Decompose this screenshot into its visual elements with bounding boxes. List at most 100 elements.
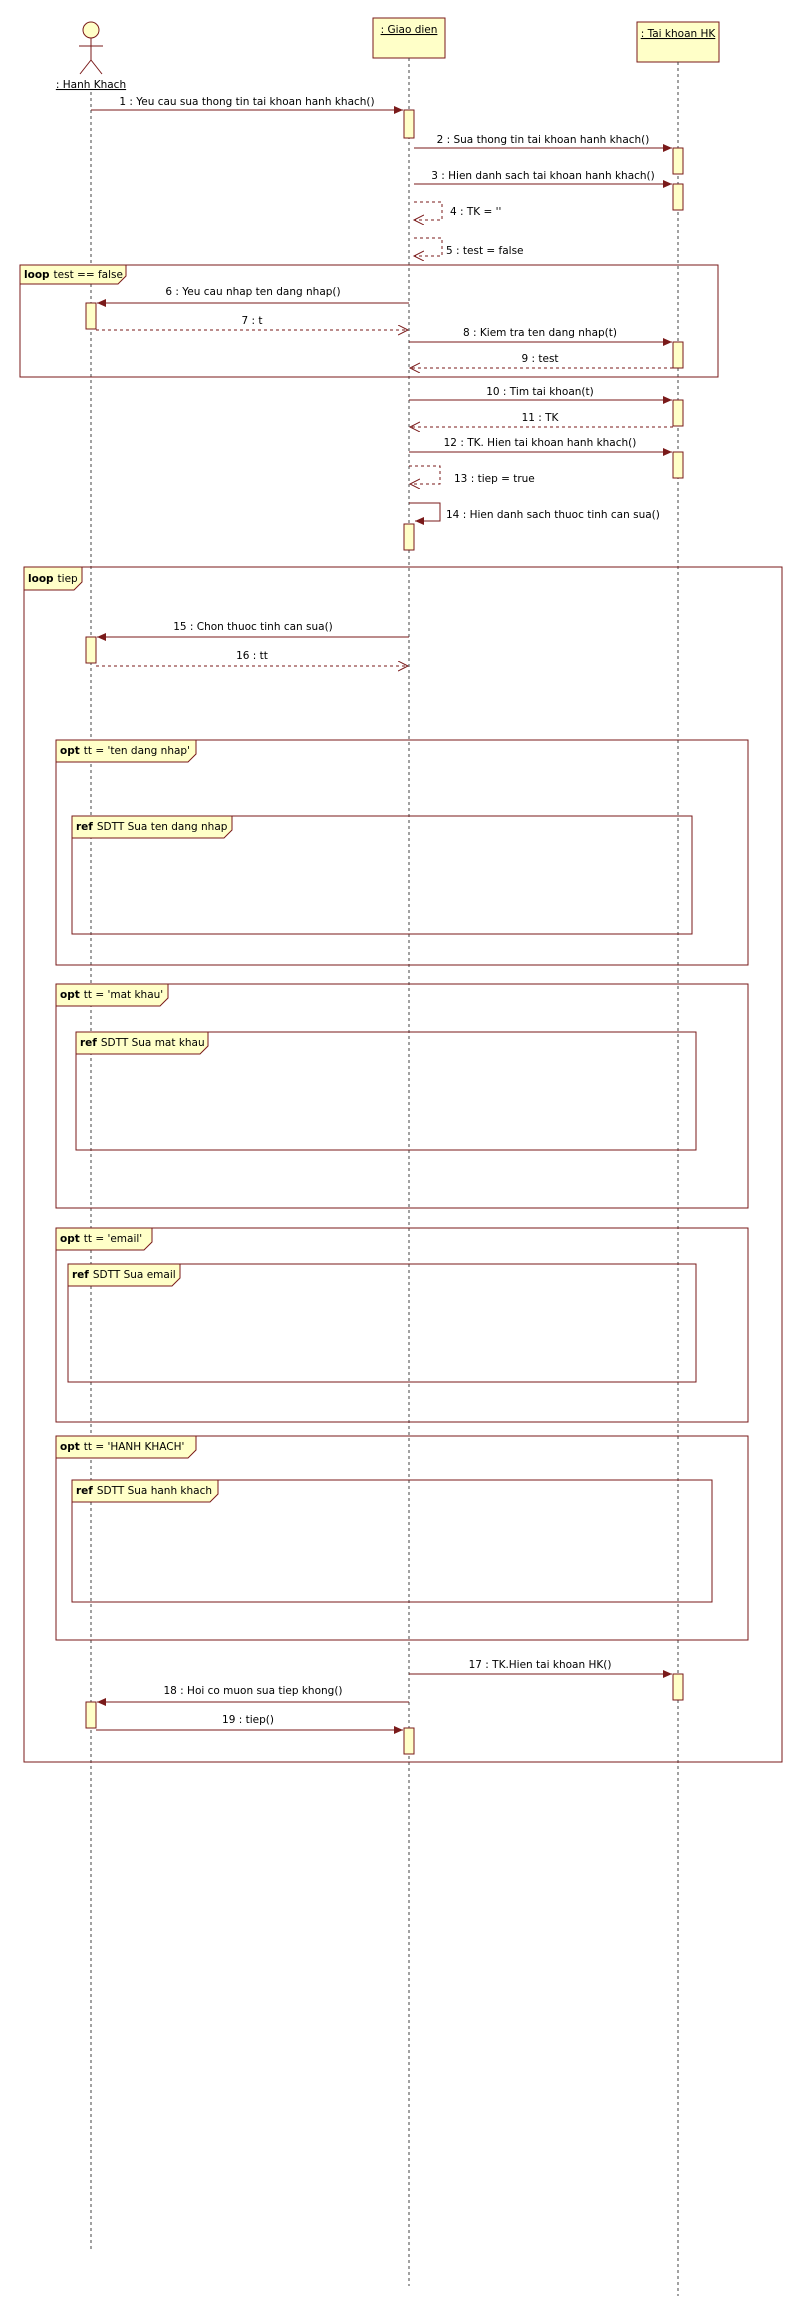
svg-text:2 : Sua thong tin tai khoan ha: 2 : Sua thong tin tai khoan hanh khach() bbox=[437, 134, 650, 146]
opt2-guard: tt = 'mat khau' bbox=[84, 989, 163, 1001]
message-5-self[interactable]: 5 : test = false bbox=[414, 237, 524, 257]
activation-acc-12 bbox=[672, 451, 684, 479]
message-19[interactable]: 19 : tiep() bbox=[96, 1714, 403, 1734]
opt1-guard: tt = 'ten dang nhap' bbox=[84, 745, 190, 757]
opt3-guard: tt = 'email' bbox=[84, 1233, 142, 1245]
ref2-name: SDTT Sua mat khau bbox=[101, 1037, 205, 1049]
loop2-guard: tiep bbox=[58, 573, 78, 585]
message-7-return[interactable]: 7 : t bbox=[96, 315, 408, 330]
opt1-operator: opt bbox=[60, 745, 80, 757]
loop2-operator: loop bbox=[28, 573, 54, 585]
activation-ui-14 bbox=[403, 523, 415, 551]
ref-sua-ten-dang-nhap[interactable]: ref SDTT Sua ten dang nhap bbox=[71, 815, 693, 935]
ref-sua-hanh-khach[interactable]: ref SDTT Sua hanh khach bbox=[71, 1479, 713, 1603]
svg-text:4 : TK = '': 4 : TK = '' bbox=[450, 206, 501, 218]
activation-bars bbox=[85, 109, 684, 1755]
message-10[interactable]: 10 : Tim tai khoan(t) bbox=[409, 386, 672, 404]
message-12[interactable]: 12 : TK. Hien tai khoan hanh khach() bbox=[409, 437, 672, 456]
svg-text:12 : TK. Hien tai khoan hanh k: 12 : TK. Hien tai khoan hanh khach() bbox=[444, 437, 637, 449]
svg-text:18 : Hoi co muon sua tiep khon: 18 : Hoi co muon sua tiep khong() bbox=[163, 1685, 342, 1697]
opt2-operator: opt bbox=[60, 989, 80, 1001]
message-16-return[interactable]: 16 : tt bbox=[96, 650, 408, 666]
svg-text:17 : TK.Hien tai khoan HK(): 17 : TK.Hien tai khoan HK() bbox=[469, 1659, 612, 1671]
svg-text:15 : Chon thuoc tinh can sua(): 15 : Chon thuoc tinh can sua() bbox=[173, 621, 333, 633]
actor-stick-icon bbox=[79, 21, 103, 75]
ref1-name: SDTT Sua ten dang nhap bbox=[97, 821, 228, 833]
message-1[interactable]: 1 : Yeu cau sua thong tin tai khoan hanh… bbox=[91, 96, 403, 114]
fragment-opt-email: opt tt = 'email' bbox=[55, 1227, 749, 1423]
svg-text:3 : Hien danh sach tai khoan h: 3 : Hien danh sach tai khoan hanh khach(… bbox=[431, 170, 655, 182]
participant-box-giao-dien bbox=[372, 17, 446, 59]
fragment-opt-mat-khau: opt tt = 'mat khau' bbox=[55, 983, 749, 1209]
fragment-loop-tiep: loop tiep bbox=[23, 566, 783, 1763]
fragment-opt-hanh-khach: opt tt = 'HANH KHACH' bbox=[55, 1435, 749, 1641]
opt3-operator: opt bbox=[60, 1233, 80, 1245]
ref4-operator: ref bbox=[76, 1485, 93, 1497]
ref2-operator: ref bbox=[80, 1037, 97, 1049]
participant-label-tai-khoan: : Tai khoan HK bbox=[641, 28, 717, 40]
svg-text:8 : Kiem tra ten dang nhap(t): 8 : Kiem tra ten dang nhap(t) bbox=[463, 327, 617, 339]
ref-sua-mat-khau[interactable]: ref SDTT Sua mat khau bbox=[75, 1031, 697, 1151]
message-6[interactable]: 6 : Yeu cau nhap ten dang nhap() bbox=[97, 286, 409, 307]
svg-text:10 : Tim tai khoan(t): 10 : Tim tai khoan(t) bbox=[486, 386, 594, 398]
svg-text:16 : tt: 16 : tt bbox=[236, 650, 268, 662]
loop1-guard: test == false bbox=[54, 269, 123, 281]
loop1-operator: loop bbox=[24, 269, 50, 281]
activation-actor-6 bbox=[85, 302, 97, 330]
activation-actor-18 bbox=[85, 1701, 97, 1729]
activation-acc-2 bbox=[672, 147, 684, 175]
opt4-guard: tt = 'HANH KHACH' bbox=[84, 1441, 185, 1453]
message-4-self[interactable]: 4 : TK = '' bbox=[414, 201, 501, 220]
lifeline-head-giao-dien[interactable]: : Giao dien bbox=[372, 17, 446, 59]
svg-text:1 : Yeu cau sua thong tin tai: 1 : Yeu cau sua thong tin tai khoan hanh… bbox=[119, 96, 374, 108]
ref3-operator: ref bbox=[72, 1269, 89, 1281]
svg-text:19 : tiep(): 19 : tiep() bbox=[222, 1714, 274, 1726]
svg-text:5 : test = false: 5 : test = false bbox=[446, 245, 524, 257]
participant-label-giao-dien: : Giao dien bbox=[381, 24, 438, 36]
svg-text:7 : t: 7 : t bbox=[241, 315, 262, 327]
fragment-loop-test: loop test == false bbox=[19, 264, 719, 378]
ref1-operator: ref bbox=[76, 821, 93, 833]
ref-sua-email[interactable]: ref SDTT Sua email bbox=[67, 1263, 697, 1383]
svg-text:14 : Hien danh sach thuoc tinh: 14 : Hien danh sach thuoc tinh can sua() bbox=[446, 509, 660, 521]
activation-ui-19 bbox=[403, 1727, 415, 1755]
message-18[interactable]: 18 : Hoi co muon sua tiep khong() bbox=[97, 1685, 409, 1706]
message-9-return[interactable]: 9 : test bbox=[410, 353, 673, 368]
message-2[interactable]: 2 : Sua thong tin tai khoan hanh khach() bbox=[414, 134, 672, 152]
svg-text:13 : tiep = true: 13 : tiep = true bbox=[454, 473, 535, 485]
opt4-operator: opt bbox=[60, 1441, 80, 1453]
fragment-opt-ten-dang-nhap: opt tt = 'ten dang nhap' bbox=[55, 739, 749, 966]
activation-acc-8 bbox=[672, 341, 684, 369]
message-15[interactable]: 15 : Chon thuoc tinh can sua() bbox=[97, 621, 409, 641]
svg-text:6 : Yeu cau nhap ten dang nhap: 6 : Yeu cau nhap ten dang nhap() bbox=[165, 286, 340, 298]
activation-acc-10 bbox=[672, 399, 684, 427]
ref3-name: SDTT Sua email bbox=[93, 1269, 176, 1281]
activation-acc-17 bbox=[672, 1673, 684, 1701]
message-14-self[interactable]: 14 : Hien danh sach thuoc tinh can sua() bbox=[409, 502, 660, 525]
activation-ui-1 bbox=[403, 109, 415, 139]
actor-hanh-khach[interactable]: : Hanh Khach bbox=[56, 21, 126, 91]
message-3[interactable]: 3 : Hien danh sach tai khoan hanh khach(… bbox=[414, 170, 672, 188]
ref4-name: SDTT Sua hanh khach bbox=[97, 1485, 212, 1497]
activation-acc-3 bbox=[672, 183, 684, 211]
lifeline-head-tai-khoan[interactable]: : Tai khoan HK bbox=[636, 21, 720, 63]
message-11-return[interactable]: 11 : TK bbox=[410, 412, 673, 427]
participant-box-tai-khoan bbox=[636, 21, 720, 63]
message-8[interactable]: 8 : Kiem tra ten dang nhap(t) bbox=[409, 327, 672, 346]
message-17[interactable]: 17 : TK.Hien tai khoan HK() bbox=[409, 1659, 672, 1678]
actor-label: : Hanh Khach bbox=[56, 79, 126, 91]
activation-actor-15 bbox=[85, 636, 97, 664]
message-13-self[interactable]: 13 : tiep = true bbox=[409, 465, 535, 485]
svg-text:11 : TK: 11 : TK bbox=[522, 412, 560, 424]
